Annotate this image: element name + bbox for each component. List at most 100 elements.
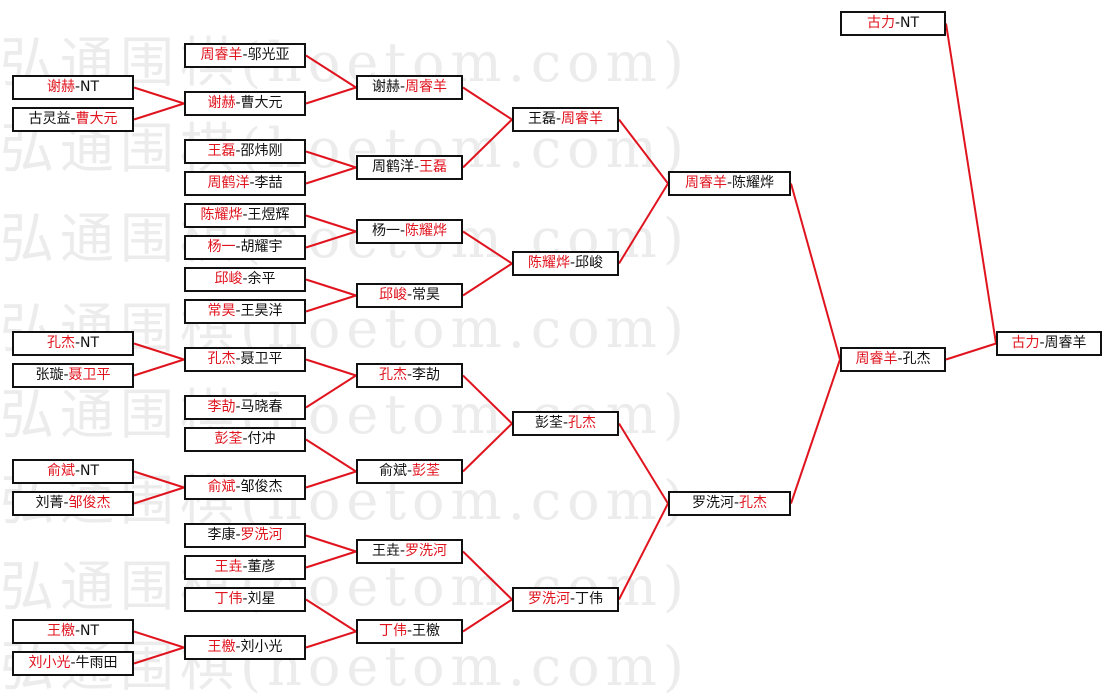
connector-line <box>305 150 357 169</box>
separator: - <box>63 367 69 383</box>
match-box: 邱峻-常昊 <box>356 283 463 308</box>
player-b: 孔杰 <box>568 415 597 431</box>
player-a: 刘小光 <box>28 655 71 671</box>
separator: - <box>235 527 241 543</box>
player-b: 马晓春 <box>240 399 283 415</box>
connector-line <box>133 342 185 361</box>
player-a: 杨一 <box>371 223 400 239</box>
player-b: 周睿羊 <box>405 79 448 95</box>
match-box: 周睿羊-邬光亚 <box>184 43 306 68</box>
match-box: 陈耀烨-邱峻 <box>512 251 619 276</box>
connector-line <box>462 262 513 297</box>
player-a: 刘菁 <box>35 495 64 511</box>
connector-line <box>945 342 997 361</box>
connector-line <box>305 86 357 105</box>
player-b: 王檄 <box>412 623 441 639</box>
match-box: 彭荃-孔杰 <box>512 411 619 436</box>
player-b: 丁伟 <box>575 591 604 607</box>
connector-line <box>133 486 185 505</box>
separator: - <box>235 143 241 159</box>
match-box: 张璇-聂卫平 <box>12 363 134 388</box>
connector-line <box>462 230 513 265</box>
separator: - <box>569 591 576 607</box>
match-box: 王垚-董彦 <box>184 555 306 580</box>
connector-line <box>462 550 513 601</box>
player-b: 李喆 <box>254 175 283 191</box>
player-a: 周睿羊 <box>855 351 898 367</box>
player-a: 常昊 <box>207 303 236 319</box>
connector-line <box>305 438 357 473</box>
player-a: 陈耀烨 <box>527 255 570 271</box>
player-a: 邱峻 <box>214 271 243 287</box>
match-box: 王磊-周睿羊 <box>512 107 619 132</box>
player-a: 谢赫 <box>46 79 75 95</box>
player-a: 彭荃 <box>214 431 243 447</box>
connector-line <box>305 550 357 569</box>
player-a: 谢赫 <box>207 95 236 111</box>
match-box: 邱峻-余平 <box>184 267 306 292</box>
separator: - <box>242 431 248 447</box>
separator: - <box>235 639 241 655</box>
player-b: 李劼 <box>412 367 441 383</box>
separator: - <box>235 239 241 255</box>
player-a: 古灵益 <box>28 111 71 127</box>
player-b: 周睿羊 <box>1044 335 1087 351</box>
match-box: 孔杰-聂卫平 <box>184 347 306 372</box>
player-a: 丁伟 <box>214 591 243 607</box>
match-box: 罗洗河-孔杰 <box>668 491 791 516</box>
match-box: 古灵益-曹大元 <box>12 107 134 132</box>
separator: - <box>413 159 420 175</box>
separator: - <box>74 335 81 351</box>
player-b: 余平 <box>247 271 276 287</box>
match-box: 俞斌-NT <box>12 459 134 484</box>
player-b: 邱峻 <box>575 255 604 271</box>
player-b: 罗洗河 <box>240 527 283 543</box>
connector-line <box>133 470 185 489</box>
separator: - <box>897 351 903 367</box>
player-a: 俞斌 <box>378 463 407 479</box>
player-a: 王檄 <box>207 639 236 655</box>
player-b: NT <box>80 79 100 95</box>
separator: - <box>242 47 248 63</box>
separator: - <box>555 111 562 127</box>
player-b: 常昊 <box>412 287 441 303</box>
separator: - <box>235 351 241 367</box>
separator: - <box>63 495 69 511</box>
connector-line <box>618 182 669 265</box>
match-box: 谢赫-曹大元 <box>184 91 306 116</box>
connector-line <box>618 422 669 505</box>
connector-line <box>133 102 185 121</box>
connector-line <box>305 54 357 89</box>
player-a: 王檄 <box>46 623 75 639</box>
separator: - <box>406 623 413 639</box>
player-b: NT <box>80 335 100 351</box>
connector-line <box>305 358 357 377</box>
separator: - <box>235 95 241 111</box>
separator: - <box>569 255 576 271</box>
match-box: 古力-NT <box>840 11 946 36</box>
player-b: 聂卫平 <box>68 367 111 383</box>
separator: - <box>562 415 569 431</box>
separator: - <box>70 111 76 127</box>
match-box: 王磊-邵炜刚 <box>184 139 306 164</box>
separator: - <box>235 303 241 319</box>
player-b: 曹大元 <box>75 111 118 127</box>
match-box: 谢赫-NT <box>12 75 134 100</box>
connector-line <box>305 374 357 409</box>
match-box: 周鹤洋-王磊 <box>356 155 463 180</box>
player-b: 董彦 <box>247 559 276 575</box>
separator: - <box>70 655 76 671</box>
connector-line <box>945 23 997 344</box>
match-box: 孔杰-李劼 <box>356 363 463 388</box>
match-box: 孔杰-NT <box>12 331 134 356</box>
match-box: 王垚-罗洗河 <box>356 539 463 564</box>
connector-line <box>305 470 357 489</box>
separator: - <box>74 79 81 95</box>
connector-line <box>790 359 841 504</box>
player-b: 彭荃 <box>412 463 441 479</box>
match-box: 刘菁-邹俊杰 <box>12 491 134 516</box>
connector-line <box>133 358 185 377</box>
separator: - <box>399 223 406 239</box>
connector-line <box>462 422 513 473</box>
